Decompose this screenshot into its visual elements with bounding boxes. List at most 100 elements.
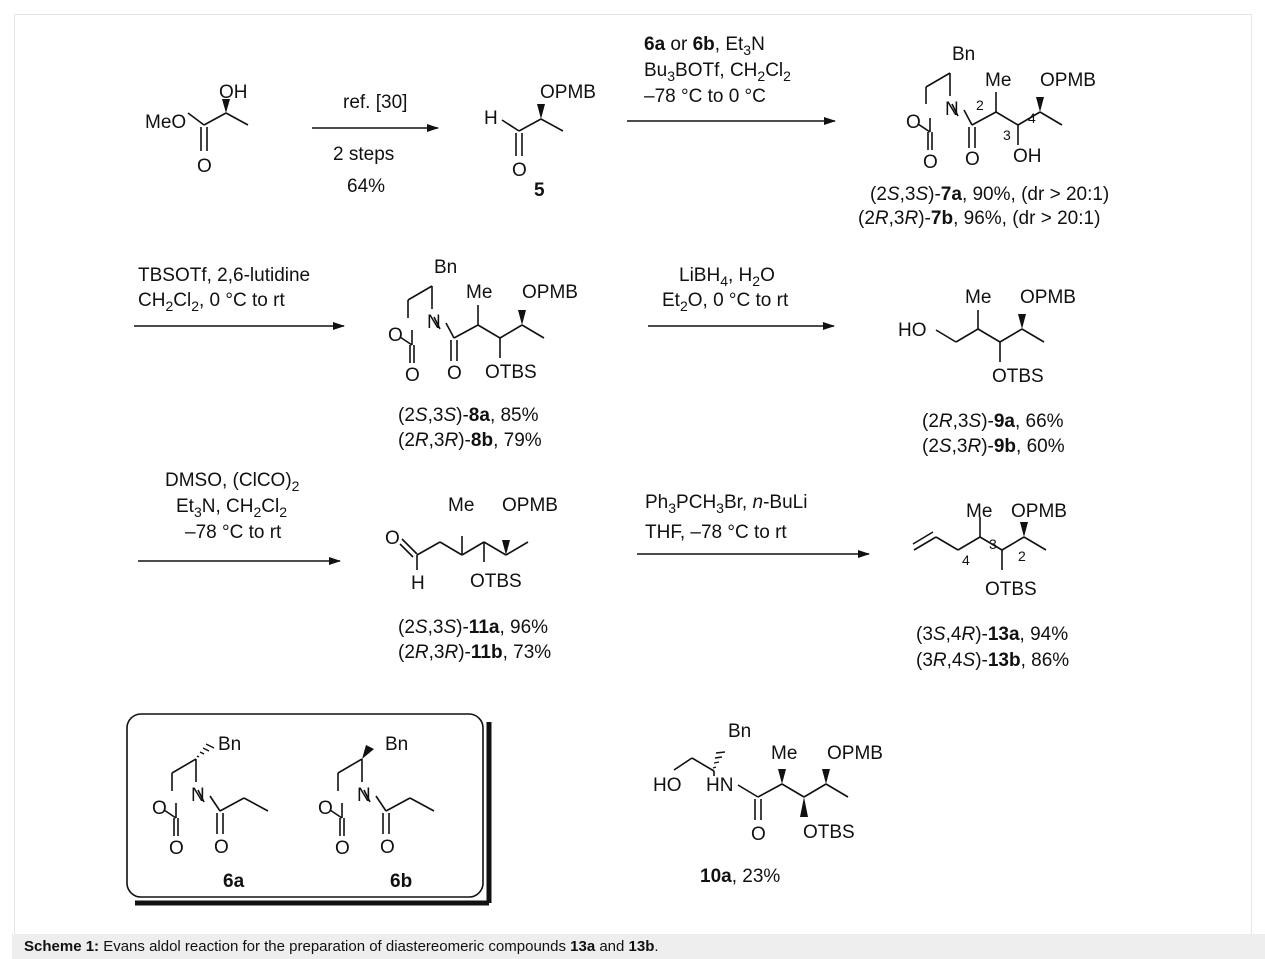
atom-label: OPMB	[1020, 287, 1076, 308]
compound-7a-label: (2S,3S)-7a, 90%, (dr > 20:1)	[870, 184, 1109, 205]
arrow-4-conditions: LiBH4, H2O Et2O, 0 °C to rt	[662, 265, 789, 314]
wedge-bond	[518, 310, 526, 325]
arrow-6-conditions: Ph3PCH3Br, n-BuLi THF, –78 °C to rt	[645, 492, 807, 543]
atom-label: OPMB	[1040, 70, 1096, 91]
arrow-3-conditions: TBSOTf, 2,6-lutidine CH2Cl2, 0 °C to rt	[138, 265, 310, 314]
wedge-bond	[822, 769, 830, 784]
arrow-label: DMSO, (ClCO)2	[165, 470, 300, 494]
arrow-label: LiBH4, H2O	[679, 265, 775, 289]
compound-9b-label: (2S,3R)-9b, 60%	[922, 436, 1065, 457]
compound-8-labels: Bn Me OPMB O N O O OTBS (2S,3S)-8a, 85% …	[388, 257, 578, 451]
wedge-bond	[778, 769, 786, 784]
arrow-5-conditions: DMSO, (ClCO)2 Et3N, CH2Cl2 –78 °C to rt	[165, 470, 300, 543]
wedge-bond	[800, 797, 808, 817]
locant-label: 4	[1028, 110, 1036, 126]
arrow-label: 6a or 6b, Et3N	[644, 34, 765, 58]
arrow-label: Ph3PCH3Br, n-BuLi	[645, 492, 807, 516]
atom-label: Bn	[218, 734, 241, 755]
compound-9-bonds	[935, 310, 1045, 362]
arrow-label: TBSOTf, 2,6-lutidine	[138, 265, 310, 286]
compound-7-bonds	[917, 72, 1063, 150]
compound-6b-labels: Bn O N O O 6b	[318, 734, 412, 892]
atom-label: HO	[898, 320, 927, 341]
atom-label: N	[357, 785, 371, 806]
compound-7-labels: Bn Me OPMB O N O O OH 2 3 4 (2S,3S)-7a, …	[858, 44, 1109, 229]
start-material-bonds	[187, 112, 249, 151]
atom-label: Me	[985, 70, 1011, 91]
locant-label: 3	[1003, 127, 1011, 143]
atom-label: OH	[1013, 146, 1042, 167]
atom-label: O	[385, 528, 400, 549]
atom-label: H	[411, 573, 425, 594]
atom-label: OTBS	[803, 822, 855, 843]
compound-8-bonds	[399, 285, 545, 363]
atom-label: HN	[706, 775, 733, 796]
atom-label: Me	[966, 501, 992, 522]
atom-label: N	[427, 312, 441, 333]
hash-bond	[712, 751, 726, 769]
caption-compound: 13a	[570, 938, 596, 955]
atom-label: Me	[466, 282, 492, 303]
atom-label: O	[197, 156, 212, 177]
atom-label: Me	[771, 743, 797, 764]
compound-6a-labels: Bn O N O O 6a	[152, 734, 245, 892]
compound-10a-labels: Bn HO HN Me OPMB O OTBS 10a, 23%	[653, 721, 883, 887]
compound-11-bonds	[399, 536, 529, 570]
atom-label: OTBS	[992, 366, 1044, 387]
locant-label: 4	[962, 552, 970, 568]
atom-label: OH	[219, 82, 248, 103]
atom-label: O	[169, 838, 184, 859]
compound-11b-label: (2R,3R)-11b, 73%	[398, 642, 551, 663]
atom-label: Me	[965, 287, 991, 308]
wedge-bond	[222, 99, 230, 113]
compound-13b-label: (3R,4S)-13b, 86%	[916, 650, 1069, 671]
arrow-label: Bu3BOTf, CH2Cl2	[644, 60, 791, 84]
arrow-label: ref. [30]	[343, 92, 407, 113]
atom-label: O	[380, 837, 395, 858]
atom-label: Bn	[952, 44, 975, 65]
atom-label: OPMB	[540, 82, 596, 103]
atom-label: OTBS	[485, 362, 537, 383]
auxiliary-box	[126, 713, 484, 898]
atom-label: O	[214, 837, 229, 858]
atom-label: Bn	[728, 721, 751, 742]
atom-label: N	[191, 785, 205, 806]
wedge-bond	[1020, 522, 1028, 537]
wedge-bond	[1036, 97, 1044, 112]
compound-label: 6a	[223, 871, 245, 892]
compound-13-labels: Me OPMB OTBS 4 3 2 (3S,4R)-13a, 94% (3R,…	[916, 501, 1069, 671]
atom-label: O	[335, 838, 350, 859]
arrow-label: –78 °C to rt	[185, 522, 282, 543]
reaction-scheme: MeO OH O ref. [30] 2 steps 64% H OPMB O …	[126, 34, 1109, 906]
compound-13-bonds	[912, 517, 1047, 570]
atom-label: MeO	[145, 112, 186, 133]
atom-label: Bn	[434, 257, 457, 278]
atom-label: OPMB	[522, 282, 578, 303]
wedge-bond	[362, 745, 374, 759]
atom-label: O	[447, 363, 462, 384]
atom-label: O	[318, 798, 333, 819]
compound-label: 5	[534, 180, 545, 201]
wedge-bond	[502, 540, 510, 555]
arrow-2-conditions: 6a or 6b, Et3N Bu3BOTf, CH2Cl2 –78 °C to…	[644, 34, 791, 107]
figure-caption: Scheme 1: Evans aldol reaction for the p…	[12, 934, 1265, 959]
compound-5-labels: H OPMB O 5	[484, 82, 596, 201]
caption-compound: 13b	[628, 938, 655, 955]
compound-8b-label: (2R,3R)-8b, 79%	[398, 430, 542, 451]
arrow-label: Et2O, 0 °C to rt	[662, 290, 789, 314]
atom-label: N	[945, 99, 959, 120]
atom-label: OPMB	[1011, 501, 1067, 522]
compound-10a-label: 10a, 23%	[700, 866, 780, 887]
atom-label: Bn	[385, 734, 408, 755]
caption-text: .	[654, 938, 659, 955]
locant-label: 3	[989, 536, 997, 552]
atom-label: O	[965, 149, 980, 170]
arrow-1-conditions: ref. [30] 2 steps 64%	[333, 92, 407, 197]
atom-label: OPMB	[502, 495, 558, 516]
wedge-bond	[537, 104, 545, 119]
atom-label: OTBS	[985, 579, 1037, 600]
compound-7b-label: (2R,3R)-7b, 96%, (dr > 20:1)	[858, 208, 1100, 229]
compound-10a-bonds	[673, 757, 849, 820]
compound-6b-bonds	[329, 758, 435, 836]
